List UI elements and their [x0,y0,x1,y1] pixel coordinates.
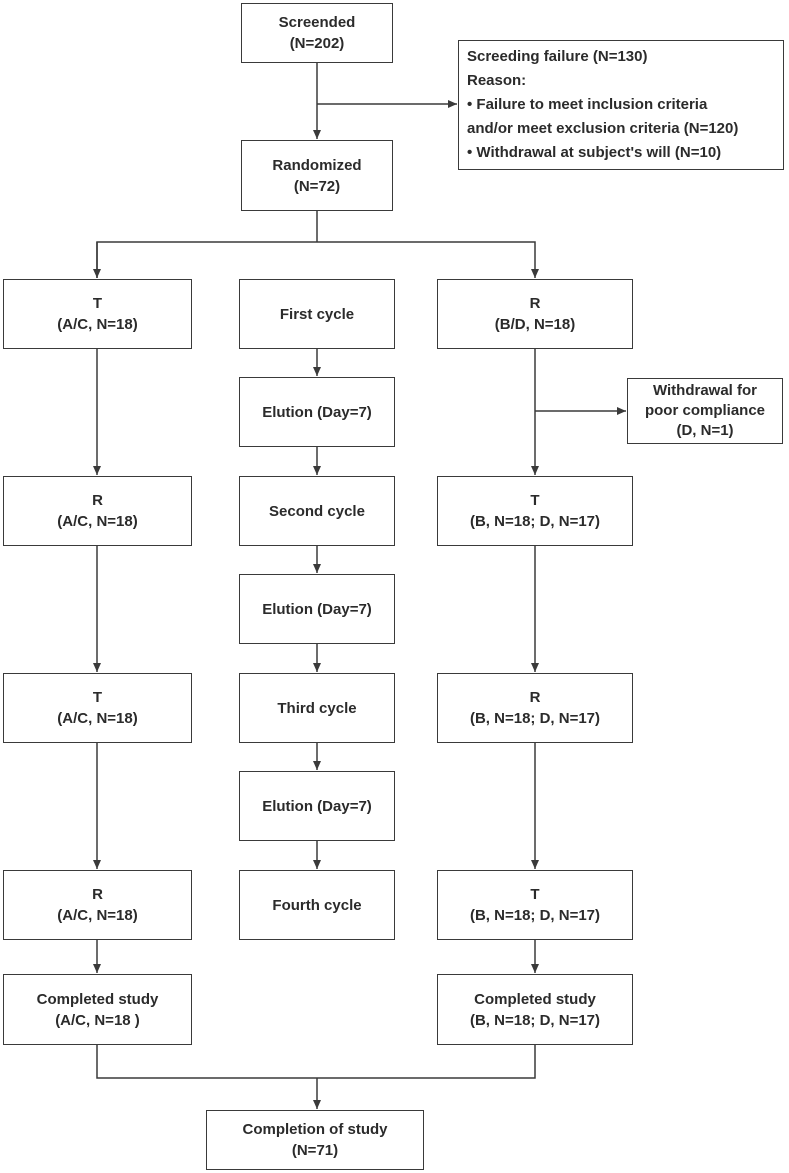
right-step-box: T (B, N=18; D, N=17) [437,870,633,940]
screening-failure-item: and/or meet exclusion criteria (N=120) [467,120,739,137]
left-step-label: R [92,886,103,903]
cycle-label: Third cycle [277,699,357,717]
elution-label: Elution (Day=7) [262,797,372,815]
left-step-label: T [92,295,103,312]
withdrawal-label: Withdrawal for [652,382,758,399]
cycle-box: Third cycle [239,673,395,743]
merge-line [96,1045,536,1079]
cycle-box: Second cycle [239,476,395,546]
left-step-box: T (A/C, N=18) [3,279,192,349]
left-step-count: (A/C, N=18) [57,710,138,727]
right-step-label: T [530,492,540,509]
randomized-count: (N=72) [293,177,341,195]
withdrawal-label: poor compliance [644,402,766,419]
screening-failure-box: Screeding failure (N=130) Reason: • Fail… [458,40,784,170]
right-step-count: (B/D, N=18) [494,316,576,333]
right-step-box: R (B/D, N=18) [437,279,633,349]
completion-box: Completion of study (N=71) [206,1110,424,1170]
right-step-box: T (B, N=18; D, N=17) [437,476,633,546]
completion-label: Completion of study [242,1121,388,1138]
left-step-count: (A/C, N=18 ) [55,1011,140,1029]
right-step-label: R [529,689,541,706]
left-step-label: R [92,492,103,509]
cycle-box: First cycle [239,279,395,349]
right-step-count: (B, N=18; D, N=17) [469,710,601,727]
cycle-label: Second cycle [269,502,365,520]
left-step-label: Completed study [36,990,159,1008]
screened-box: Screended (N=202) [241,3,393,63]
right-step-count: (B, N=18; D, N=17) [469,513,601,530]
right-step-count: (B, N=18; D, N=17) [469,1011,601,1029]
elution-box: Elution (Day=7) [239,574,395,644]
screened-label: Screended [278,14,356,31]
randomized-box: Randomized (N=72) [241,140,393,211]
left-step-box: R (A/C, N=18) [3,870,192,940]
cycle-label: First cycle [279,305,355,323]
cycle-box: Fourth cycle [239,870,395,940]
screening-failure-title: Screeding failure (N=130) [467,48,648,65]
left-completed-box: Completed study (A/C, N=18 ) [3,974,192,1045]
screened-count: (N=202) [289,35,345,52]
withdrawal-box: Withdrawal for poor compliance (D, N=1) [627,378,783,444]
left-step-box: R (A/C, N=18) [3,476,192,546]
elution-label: Elution (Day=7) [262,403,372,421]
elution-box: Elution (Day=7) [239,377,395,447]
elution-label: Elution (Day=7) [262,600,372,618]
elution-box: Elution (Day=7) [239,771,395,841]
right-step-label: T [530,886,540,903]
right-step-label: Completed study [474,990,596,1008]
left-step-box: T (A/C, N=18) [3,673,192,743]
cycle-label: Fourth cycle [272,896,362,914]
left-step-label: T [92,689,103,706]
branch-line [96,241,539,278]
completion-count: (N=71) [291,1142,339,1159]
left-step-count: (A/C, N=18) [57,907,138,924]
withdrawal-count: (D, N=1) [676,422,734,439]
right-completed-box: Completed study (B, N=18; D, N=17) [437,974,633,1045]
right-step-label: R [529,295,541,312]
left-step-count: (A/C, N=18) [57,513,138,530]
randomized-label: Randomized [272,156,362,174]
screening-failure-reason: Reason: [467,72,527,89]
screening-failure-item: • Withdrawal at subject's will (N=10) [467,144,722,161]
left-step-count: (A/C, N=18) [57,316,138,333]
screening-failure-item: • Failure to meet inclusion criteria [467,96,708,113]
right-step-box: R (B, N=18; D, N=17) [437,673,633,743]
right-step-count: (B, N=18; D, N=17) [469,907,601,924]
